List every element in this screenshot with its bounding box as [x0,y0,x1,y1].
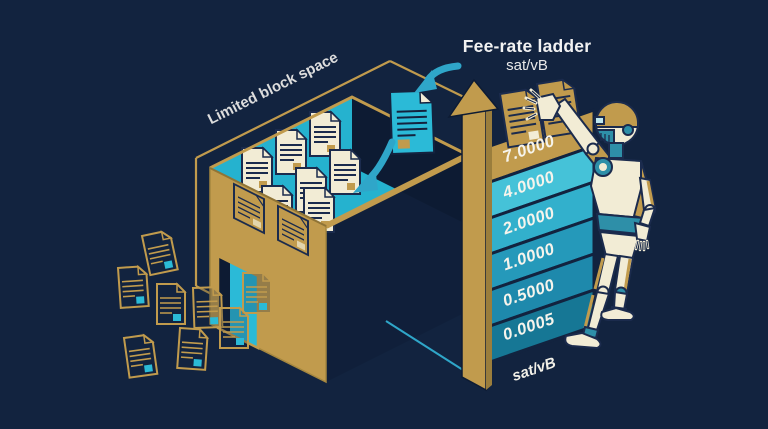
box-rim-front-right [324,152,470,229]
curved-arrow-icon [353,138,396,193]
incoming-document-icon [388,89,436,155]
robot-neck [608,142,624,159]
curved-arrow-icon [414,62,462,93]
incoming-transaction [353,62,464,371]
queued-document-icon [242,272,272,314]
robot-hand [633,221,652,252]
robot-hand [522,88,562,121]
box-inner-right-wall [352,97,468,225]
wireframe-top-left-edge [195,60,391,159]
robot-ear [622,124,634,136]
queued-document-icon [156,283,186,325]
queued-document-icon [123,333,159,379]
queued-document-icon [176,327,209,371]
face-document-icon [233,182,265,235]
robot-eye [594,116,605,125]
ladder-bands [488,107,596,365]
queued-document-icon [192,286,224,329]
box-rim-front-left [209,167,327,227]
box-right-face [326,155,468,382]
fee-rate-ladder [447,77,596,392]
queued-document-icon [117,265,150,309]
up-arrow-icon [447,78,500,392]
robot-elbow-joint [586,142,600,156]
robot-figure [522,88,657,350]
queued-document-icon [219,307,249,349]
stored-document-icon [329,149,361,195]
queued-document-icon [141,229,179,277]
robot-head [594,101,639,146]
robot-legs [564,252,635,350]
face-document-icon [277,204,309,257]
guide-line [385,320,464,371]
